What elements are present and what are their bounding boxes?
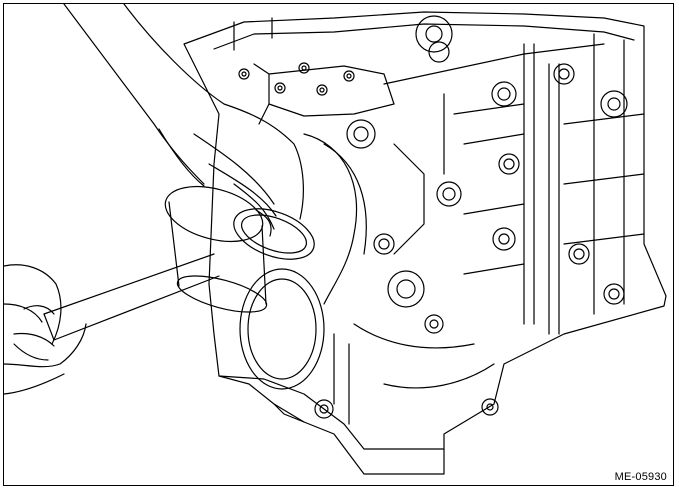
engine-block-illustration — [4, 4, 667, 475]
hand-right — [63, 4, 304, 237]
figure-code-label: ME-05930 — [614, 471, 667, 483]
cylinder-bore — [239, 268, 325, 390]
oil-seal-ring — [233, 208, 315, 260]
installer-tool — [43, 186, 315, 341]
engine-block — [183, 11, 667, 475]
hand-left — [4, 264, 87, 395]
engine-bosses — [314, 15, 628, 419]
bolt-group — [238, 62, 355, 96]
figure-frame — [3, 3, 674, 486]
